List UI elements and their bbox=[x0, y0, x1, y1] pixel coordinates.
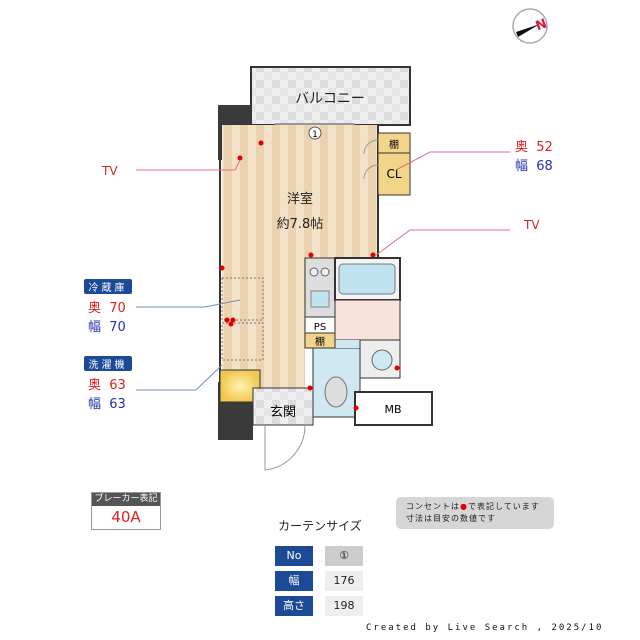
table-row: No ① bbox=[275, 546, 363, 566]
tv-left-leader bbox=[136, 159, 241, 171]
closet-width-label: 幅 bbox=[515, 159, 529, 174]
north-arrow-icon bbox=[516, 24, 540, 37]
kitchen bbox=[304, 257, 336, 318]
svg-text:CL: CL bbox=[386, 167, 401, 181]
fridge-width-label: 幅 bbox=[88, 320, 102, 335]
closet-depth: 52 bbox=[536, 140, 553, 155]
compass-icon: N bbox=[512, 8, 549, 44]
floor-plan: バルコニー 洋室 約7.8帖 1 棚 CL bbox=[101, 66, 540, 471]
table-header: 幅 bbox=[275, 571, 313, 591]
toilet bbox=[312, 339, 401, 418]
breaker-box: ブレーカー表記 40A bbox=[91, 492, 161, 530]
curtain-marker: 1 bbox=[308, 126, 322, 140]
mb-label: MB bbox=[384, 403, 401, 416]
outlet-icon: ● bbox=[460, 502, 468, 511]
washer-title: 洗濯機 bbox=[84, 356, 132, 371]
tv-right-leader bbox=[375, 229, 510, 256]
washer-info: 洗濯機 奥 63 幅 63 bbox=[84, 356, 132, 412]
table-header: 高さ bbox=[275, 596, 313, 616]
washer-width: 63 bbox=[109, 397, 126, 412]
breaker-title: ブレーカー表記 bbox=[92, 493, 160, 506]
table-cell: 176 bbox=[325, 571, 363, 591]
table-header: No bbox=[275, 546, 313, 566]
room-size: 約7.8帖 bbox=[277, 217, 324, 232]
north-label: N bbox=[534, 16, 549, 34]
ps-label: PS bbox=[314, 322, 326, 333]
washer-space bbox=[221, 322, 264, 361]
western-room: 洋室 約7.8帖 bbox=[219, 125, 379, 388]
note-box: コンセントは●で表記しています 寸法は目安の数値です bbox=[396, 497, 554, 529]
credit-text: Created by Live Search , 2025/10 bbox=[366, 623, 604, 633]
entrance: 玄関 bbox=[252, 387, 314, 471]
svg-text:棚: 棚 bbox=[389, 138, 399, 151]
meter-box bbox=[354, 391, 433, 426]
note-text: コンセントは bbox=[406, 502, 460, 511]
room-name: 洋室 bbox=[287, 191, 313, 207]
curtain-table: No ① 幅 176 高さ 198 bbox=[275, 546, 363, 616]
fridge-depth: 70 bbox=[109, 301, 126, 316]
balcony: バルコニー bbox=[250, 66, 411, 126]
fridge-space bbox=[221, 277, 264, 321]
bathroom bbox=[334, 257, 401, 301]
washer-depth-label: 奥 bbox=[88, 378, 102, 393]
shelf-label: 棚 bbox=[315, 335, 325, 348]
washroom bbox=[334, 299, 401, 341]
breaker-value: 40A bbox=[111, 508, 141, 526]
outlet-markers bbox=[219, 140, 400, 411]
closet: 棚 CL bbox=[363, 132, 411, 196]
note-text: で表記しています bbox=[467, 502, 540, 511]
closet-dims: 奥 52 幅 68 bbox=[515, 136, 553, 174]
note-text: 寸法は目安の数値です bbox=[406, 514, 496, 523]
shelf bbox=[304, 332, 336, 349]
svg-text:1: 1 bbox=[312, 130, 318, 140]
table-row: 高さ 198 bbox=[275, 596, 363, 616]
tv-left-label: TV bbox=[101, 164, 118, 178]
fridge-width: 70 bbox=[109, 320, 126, 335]
table-cell: ① bbox=[325, 546, 363, 566]
closet-leader bbox=[395, 151, 510, 171]
table-cell: 198 bbox=[325, 596, 363, 616]
washer-leader bbox=[136, 364, 223, 391]
curtain-title: カーテンサイズ bbox=[278, 519, 362, 533]
washer-width-label: 幅 bbox=[88, 397, 102, 412]
closet-depth-label: 奥 bbox=[515, 140, 529, 155]
table-row: 幅 176 bbox=[275, 571, 363, 591]
svg-text:玄関: 玄関 bbox=[270, 405, 296, 420]
fridge-leader bbox=[136, 299, 241, 308]
svg-text:バルコニー: バルコニー bbox=[295, 91, 365, 107]
fridge-info: 冷蔵庫 奥 70 幅 70 bbox=[84, 279, 132, 335]
washer-depth: 63 bbox=[109, 378, 126, 393]
tv-right-label: TV bbox=[523, 218, 540, 232]
fridge-depth-label: 奥 bbox=[88, 301, 102, 316]
closet-width: 68 bbox=[536, 159, 553, 174]
fridge-title: 冷蔵庫 bbox=[84, 279, 132, 294]
